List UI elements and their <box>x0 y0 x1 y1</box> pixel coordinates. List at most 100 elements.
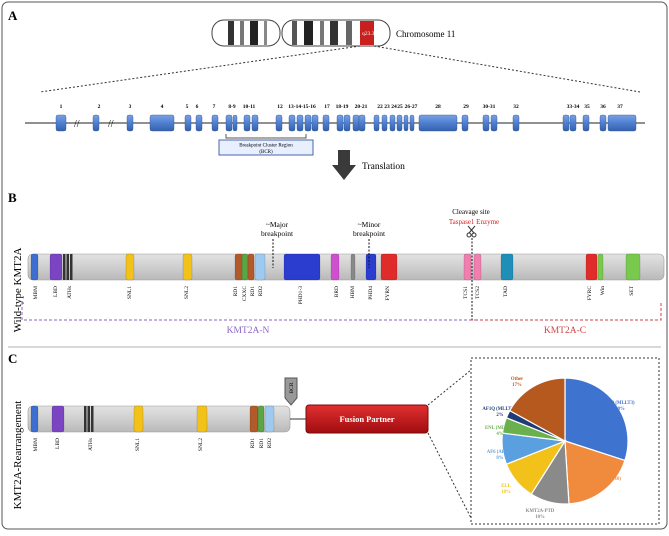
domain-block-19 <box>625 253 641 281</box>
kmt2a-n-bracket <box>21 302 476 321</box>
exon-label-23: 23 <box>384 104 390 110</box>
exon-label-26-27: 26-27 <box>405 104 418 110</box>
fusion-partner-label: Fusion Partner <box>339 414 394 424</box>
exon-35 <box>582 114 590 132</box>
domain-block-4 <box>196 405 208 433</box>
domain-label: TAD <box>503 286 509 297</box>
domain-block-3 <box>125 253 135 281</box>
domain-stripe <box>91 406 94 432</box>
exon-14 <box>296 114 304 132</box>
pie-value-0: 30% <box>615 407 625 412</box>
exon-21 <box>358 114 366 132</box>
domain-block-3 <box>133 405 144 433</box>
exon-label-13-14-15-16: 13-14-15-16 <box>288 104 316 110</box>
exon-25 <box>396 114 403 132</box>
domain-block-4 <box>182 253 193 281</box>
exon-31 <box>490 114 498 132</box>
major-breakpoint-line2: breakpoint <box>261 229 294 238</box>
gap-mark-1: // <box>74 119 80 130</box>
exon-label-28: 28 <box>435 104 441 110</box>
domain-block-1 <box>51 405 65 433</box>
exon-5 <box>184 114 192 132</box>
domain-block-18 <box>597 253 604 281</box>
domain-block-6 <box>241 253 249 281</box>
domain-label: CXXC <box>242 286 248 302</box>
domain-label: LBD <box>53 286 59 297</box>
exon-23 <box>381 114 388 132</box>
exon-label-20-21: 20-21 <box>355 104 368 110</box>
wildtype-side-label: Wild-type KMT2A <box>12 248 24 333</box>
exon-29 <box>461 114 469 132</box>
domain-label: SET <box>629 285 635 295</box>
exon-11 <box>251 114 259 132</box>
rearranged-domains <box>30 405 275 433</box>
domain-label: TCS1 <box>463 286 469 299</box>
domain-block-10 <box>330 253 340 281</box>
exon-label-29: 29 <box>463 104 469 110</box>
domain-block-14 <box>463 253 472 281</box>
domain-block-16 <box>500 253 514 281</box>
zoom-line-right <box>373 45 641 93</box>
exon-label-25: 25 <box>397 104 403 110</box>
exon-19 <box>343 114 351 132</box>
pie-label-4: AF6 (AFDN) <box>487 450 514 455</box>
rearrangement-side-label: KMT2A-Rearrangement <box>12 401 24 510</box>
gap-mark-2: // <box>108 119 114 130</box>
bcr-bracket <box>225 134 307 139</box>
exon-label-18-19: 18-19 <box>336 104 349 110</box>
domain-block-1 <box>49 253 63 281</box>
domain-block-0 <box>30 405 39 433</box>
minor-breakpoint-line1: ~Minor <box>358 220 381 229</box>
exon-label-30-31: 30-31 <box>483 104 496 110</box>
exon-33 <box>562 114 570 132</box>
domain-block-12 <box>365 253 377 281</box>
exon-32 <box>512 114 520 132</box>
domain-label: SNL1 <box>127 286 133 299</box>
domain-label: RD2 <box>258 286 264 297</box>
exon-label-4: 4 <box>161 104 164 110</box>
exon-6 <box>195 114 203 132</box>
pie-label-2: KMT2A-PTD <box>526 509 555 514</box>
bcr-pointer-icon <box>284 377 298 406</box>
domain-stripe <box>70 254 73 280</box>
domain-label: HBM <box>350 286 356 299</box>
domain-label: SNL2 <box>198 438 204 451</box>
exon-16 <box>311 114 319 132</box>
exon-34 <box>569 114 577 132</box>
domain-stripe <box>87 406 90 432</box>
domain-label: LBD <box>55 438 61 449</box>
domain-label: ATHs <box>67 286 73 299</box>
exon-17 <box>322 114 330 132</box>
exon-12 <box>275 114 283 132</box>
domain-block-15 <box>473 253 482 281</box>
exon-label-1: 1 <box>60 104 63 110</box>
domain-block-9 <box>283 253 321 281</box>
domain-label: RD1 <box>250 286 256 297</box>
domain-label: SNL2 <box>184 286 190 299</box>
translation-label: Translation <box>362 162 405 172</box>
domain-block-5 <box>249 405 259 433</box>
exon-2 <box>92 114 100 132</box>
domain-label: TCS2 <box>475 286 481 299</box>
exon-label-8-9: 8-9 <box>228 104 236 110</box>
exon-track <box>55 114 637 132</box>
translation-arrow-icon <box>332 150 356 180</box>
scissors-icon <box>466 225 477 238</box>
exon-label-2: 2 <box>98 104 101 110</box>
domain-block-7 <box>264 405 275 433</box>
exon-label-17: 17 <box>324 104 330 110</box>
exon-28 <box>418 114 458 132</box>
wildtype-protein-bar <box>27 253 665 281</box>
domain-label: ATHs <box>88 438 94 451</box>
exon-label-33-34: 33-34 <box>567 104 580 110</box>
exon-label-6: 6 <box>196 104 199 110</box>
chromosome-p-arm <box>211 19 281 47</box>
exon-label-35: 35 <box>584 104 590 110</box>
domain-label: PHD4 <box>368 286 374 300</box>
exon-label-10-11: 10-11 <box>243 104 256 110</box>
pie-value-2: 10% <box>535 515 545 520</box>
